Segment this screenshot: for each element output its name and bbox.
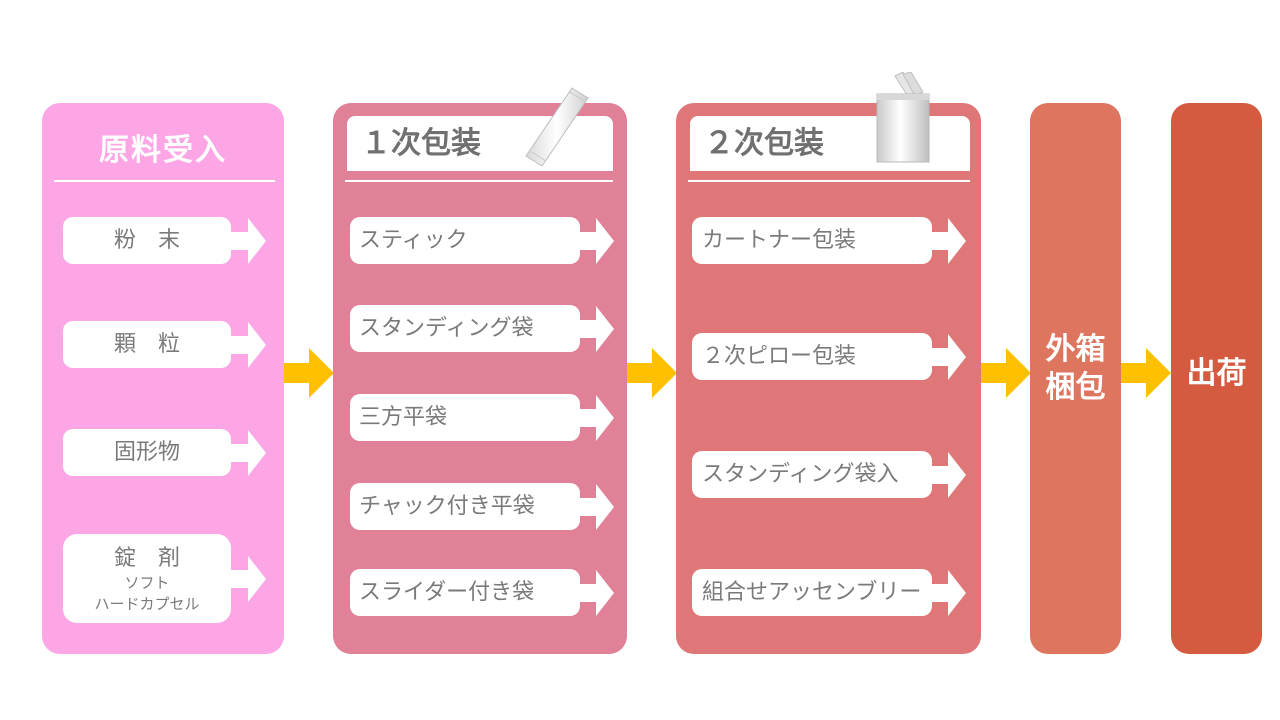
raw-item-granule: 顆 粒: [63, 321, 266, 368]
primary-item-label: スティック: [359, 228, 468, 253]
raw-item-powder: 粉 末: [63, 217, 266, 264]
stick-package-icon: [525, 87, 589, 167]
white-arrow-icon: [578, 483, 614, 530]
white-arrow-icon: [930, 569, 966, 616]
white-arrow-icon: [230, 321, 266, 368]
primary-item-slider-bag: スライダー付き袋: [350, 569, 615, 616]
secondary-item-label: スタンディング袋入: [702, 462, 899, 487]
white-arrow-icon: [230, 217, 266, 264]
flow-arrow-icon: [284, 348, 334, 398]
primary-packaging-divider: [345, 180, 613, 182]
primary-item-label: 三方平袋: [359, 405, 448, 430]
flow-arrow-icon: [627, 348, 677, 398]
secondary-item-label: ２次ピロー包装: [702, 344, 857, 369]
secondary-packaging-divider: [688, 180, 970, 182]
raw-item-label: 固形物: [113, 440, 180, 465]
primary-packaging-column: １次包装 スティック スタンディング袋 三方平袋 チャック付き平袋 スライダー付…: [333, 103, 627, 654]
raw-item-sublabel: ソフト: [124, 574, 170, 592]
raw-item-label: 錠 剤: [113, 546, 180, 571]
white-arrow-icon: [578, 305, 614, 352]
white-arrow-icon: [578, 569, 614, 616]
primary-item-label: スライダー付き袋: [359, 580, 535, 605]
white-arrow-icon: [578, 217, 614, 264]
secondary-item-cartoner: カートナー包装: [692, 217, 967, 264]
flow-arrow-icon: [1121, 348, 1171, 398]
white-arrow-icon: [930, 451, 966, 498]
shipping-column: 出荷: [1171, 103, 1262, 654]
white-arrow-icon: [578, 394, 614, 441]
white-arrow-icon: [930, 217, 966, 264]
flow-arrow-icon: [981, 348, 1031, 398]
secondary-item-label: カートナー包装: [702, 228, 857, 253]
raw-material-title: 原料受入: [99, 133, 227, 168]
raw-item-solid: 固形物: [63, 429, 266, 476]
primary-item-zipper-bag: チャック付き平袋: [350, 483, 615, 530]
raw-item-sublabel: ハードカプセル: [94, 595, 200, 613]
outer-box-label: 外箱 梱包: [1045, 332, 1106, 405]
white-arrow-icon: [930, 333, 966, 380]
outer-box-column: 外箱 梱包: [1030, 103, 1121, 654]
white-arrow-icon: [230, 555, 266, 602]
white-arrow-icon: [230, 429, 266, 476]
secondary-item-standing-bag-in: スタンディング袋入: [692, 451, 967, 498]
raw-material-divider: [54, 180, 275, 182]
raw-item-label: 粉 末: [113, 228, 180, 253]
primary-item-standing-bag: スタンディング袋: [350, 305, 615, 352]
raw-item-label: 顆 粒: [113, 332, 180, 357]
primary-item-label: チャック付き平袋: [359, 494, 535, 519]
primary-item-label: スタンディング袋: [359, 316, 534, 341]
raw-item-tablet: 錠 剤 ソフト ハードカプセル: [63, 534, 266, 623]
secondary-packaging-column: ２次包装 カートナー包装 ２次ピロー包装 スタンディング袋入 組合せアッセンブリ…: [676, 103, 981, 654]
raw-material-column: 原料受入 粉 末 顆 粒 固形物 錠 剤 ソフト ハードカプセル: [42, 103, 284, 654]
secondary-item-assembly: 組合せアッセンブリー: [692, 569, 967, 616]
secondary-item-pillow: ２次ピロー包装: [692, 333, 967, 380]
primary-item-stick: スティック: [350, 217, 615, 264]
shipping-label: 出荷: [1186, 356, 1247, 391]
carton-package-icon: [876, 72, 930, 163]
primary-item-three-side-bag: 三方平袋: [350, 394, 615, 441]
secondary-item-label: 組合せアッセンブリー: [702, 580, 922, 605]
